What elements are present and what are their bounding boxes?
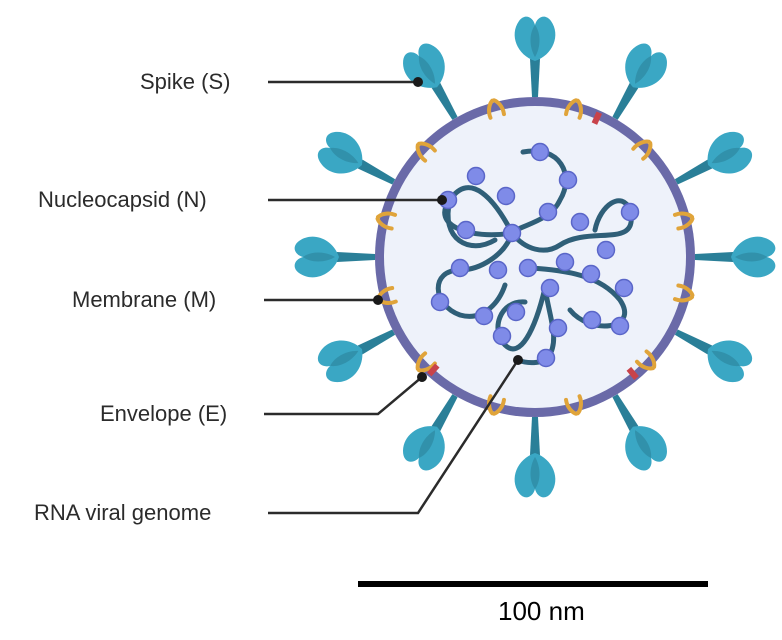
nucleocapsid-bead-icon [450, 258, 470, 278]
leader-lines [264, 80, 520, 515]
nucleocapsid-bead-icon [548, 318, 568, 338]
nucleocapsid-bead-icon [610, 316, 630, 336]
scale-bar-label: 100 nm [498, 596, 585, 626]
spike-protein-icon [666, 314, 757, 388]
nucleocapsid-bead-icon [518, 258, 538, 278]
nucleocapsid-bead-icon [536, 348, 556, 368]
nucleocapsid-bead-icon [538, 202, 558, 222]
nucleocapsid-beads [430, 142, 640, 368]
leader-dots [373, 77, 523, 382]
nucleocapsid-bead-icon [570, 212, 590, 232]
spike-protein-icon [666, 126, 757, 200]
label-envelope: Envelope (E) [100, 401, 228, 426]
label-nucleocapsid: Nucleocapsid (N) [38, 187, 207, 212]
nucleocapsid-bead-icon [581, 264, 601, 284]
nucleocapsid-bead-icon [488, 260, 508, 280]
spike-protein-icon [313, 314, 404, 388]
nucleocapsid-bead-icon [614, 278, 634, 298]
nucleocapsid-bead-icon [620, 202, 640, 222]
rna-leader-line [268, 359, 520, 515]
nucleocapsid-bead-icon [492, 326, 512, 346]
nucleocapsid-bead-icon [555, 252, 575, 272]
label-membrane: Membrane (M) [72, 287, 217, 312]
spike-protein-icon [695, 236, 776, 278]
nucleocapsid-bead-icon [530, 142, 550, 162]
spike-protein-icon [294, 236, 375, 278]
nucleocapsid-bead-icon [474, 306, 494, 326]
envelope-leader-line [264, 376, 423, 416]
spike-protein-icon [514, 16, 556, 97]
nucleocapsid-bead-icon [456, 220, 476, 240]
nucleocapsid-bead-icon [596, 240, 616, 260]
envelope-proteins-layer [427, 111, 639, 380]
capsid-interior [384, 106, 686, 408]
nucleocapsid-bead-icon [430, 292, 450, 312]
envelope-protein-icon [591, 111, 603, 125]
spike-protein-icon [514, 417, 556, 498]
envelope-protein-icon [427, 363, 440, 377]
label-rna-genome: RNA viral genome [34, 500, 212, 525]
label-spike: Spike (S) [140, 69, 231, 94]
envelope-protein-icon [626, 366, 639, 380]
nucleocapsid-bead-icon [466, 166, 486, 186]
nucleocapsid-bead-icon [540, 278, 560, 298]
nucleocapsid-bead-icon [506, 302, 526, 322]
nucleocapsid-bead-icon [502, 223, 522, 243]
nucleocapsid-bead-icon [582, 310, 602, 330]
spike-protein-icon [313, 126, 404, 200]
nucleocapsid-bead-icon [558, 170, 578, 190]
nucleocapsid-bead-icon [496, 186, 516, 206]
